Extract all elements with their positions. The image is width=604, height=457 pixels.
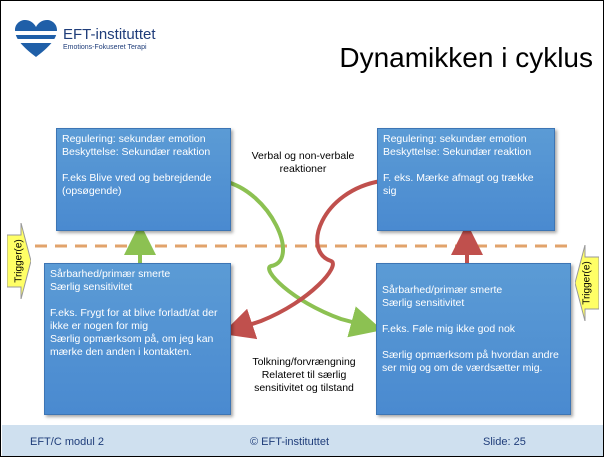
box-text: Særlig sensitivitet	[382, 297, 465, 309]
trigger-arrow-right-icon	[7, 223, 31, 299]
heart-logo-icon	[13, 20, 59, 57]
box-top-left: Regulering: sekundær emotion Beskyttelse…	[56, 128, 231, 231]
box-text: F. eks. Mærke afmagt og trække sig	[383, 172, 534, 197]
cycle-diagram	[35, 179, 571, 340]
box-text: Beskyttelse: Sekundær reaktion	[62, 146, 211, 158]
box-text: F.eks. Føle mig ikke god nok	[382, 323, 516, 335]
footer: EFT/C modul 2 © EFT-instituttet Slide: 2…	[2, 425, 603, 456]
tolkning-label: Tolkning/forvrængning Relateret til særl…	[229, 356, 379, 395]
green-curve-arrow	[222, 179, 383, 338]
trigger-label: Trigger(e)	[13, 239, 25, 283]
box-text: F.eks Blive vred og bebrejdende (opsøgen…	[62, 172, 212, 197]
box-bottom-right: Sårbarhed/primær smerte Særlig sensitivi…	[376, 263, 571, 415]
logo-name: EFT-instituttet	[63, 26, 156, 43]
box-text: Regulering: sekundær emotion	[383, 133, 527, 145]
trigger-arrow-left-icon	[575, 245, 599, 321]
box-text: Sårbarhed/primær smerte	[382, 284, 503, 296]
box-text: F.eks. Frygt for at blive forladt/at der…	[50, 307, 218, 332]
box-bottom-left: Sårbarhed/primær smerte Særlig sensitivi…	[44, 263, 231, 415]
logo: EFT-instituttet Emotions-Fokuseret Terap…	[13, 17, 203, 67]
tolkning-line: sensitivitet og tilstand	[254, 382, 354, 394]
box-text: Særlig opmærksom på hvordan andre ser mi…	[382, 349, 559, 374]
footer-left: EFT/C modul 2	[30, 436, 104, 448]
box-text: Særlig sensitivitet	[50, 281, 133, 293]
box-text: Særlig opmærksom på, om jeg kan mærke de…	[50, 333, 214, 358]
tolkning-line: Relateret til særlig	[261, 369, 347, 381]
box-top-right: Regulering: sekundær emotion Beskyttelse…	[377, 128, 555, 231]
trigger-right: Trigger(e)	[575, 245, 599, 321]
footer-right: Slide: 25	[483, 436, 526, 448]
footer-center: © EFT-instituttet	[250, 436, 330, 448]
tolkning-line: Tolkning/forvrængning	[252, 356, 356, 368]
slide-title: Dynamikken i cyklus	[339, 42, 593, 73]
red-curve-arrow	[221, 179, 382, 340]
logo-subtitle: Emotions-Fokuseret Terapi	[63, 44, 147, 51]
box-text: Sårbarhed/primær smerte	[50, 268, 171, 280]
verbal-label: Verbal og non-verbale reaktioner	[251, 150, 355, 175]
box-text: Regulering: sekundær emotion	[62, 133, 206, 145]
trigger-label: Trigger(e)	[581, 261, 593, 305]
box-text: Beskyttelse: Sekundær reaktion	[383, 146, 532, 158]
trigger-left: Trigger(e)	[7, 223, 31, 299]
